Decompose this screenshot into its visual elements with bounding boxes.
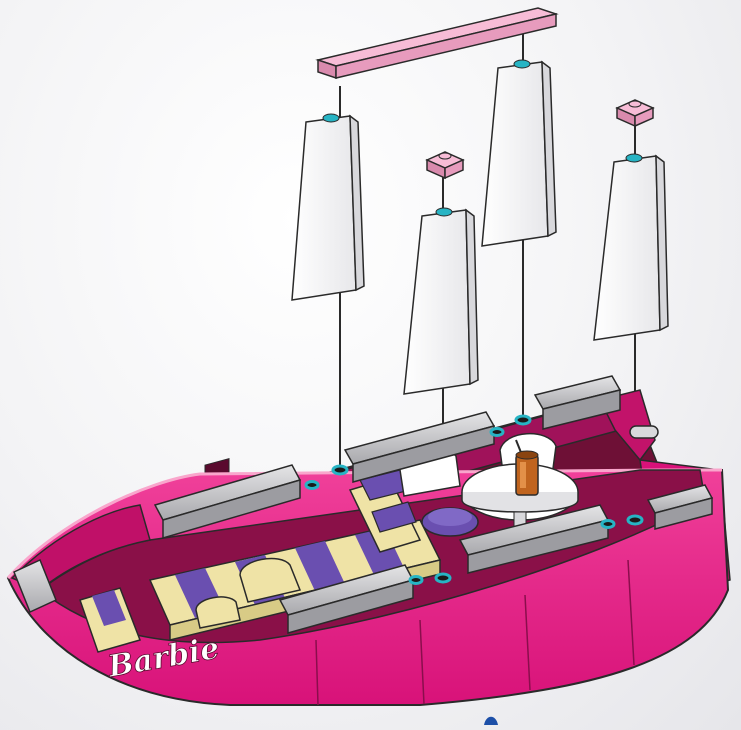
round-cushion [422,508,478,536]
next-step-marker [484,717,498,725]
sail-4 [594,154,668,340]
stern-post [630,426,658,438]
sail-3 [404,208,478,394]
pink-plate-small-2 [617,100,653,126]
sail-2 [482,60,556,246]
sail-1 [292,114,364,300]
pink-plate-small-1 [427,152,463,178]
